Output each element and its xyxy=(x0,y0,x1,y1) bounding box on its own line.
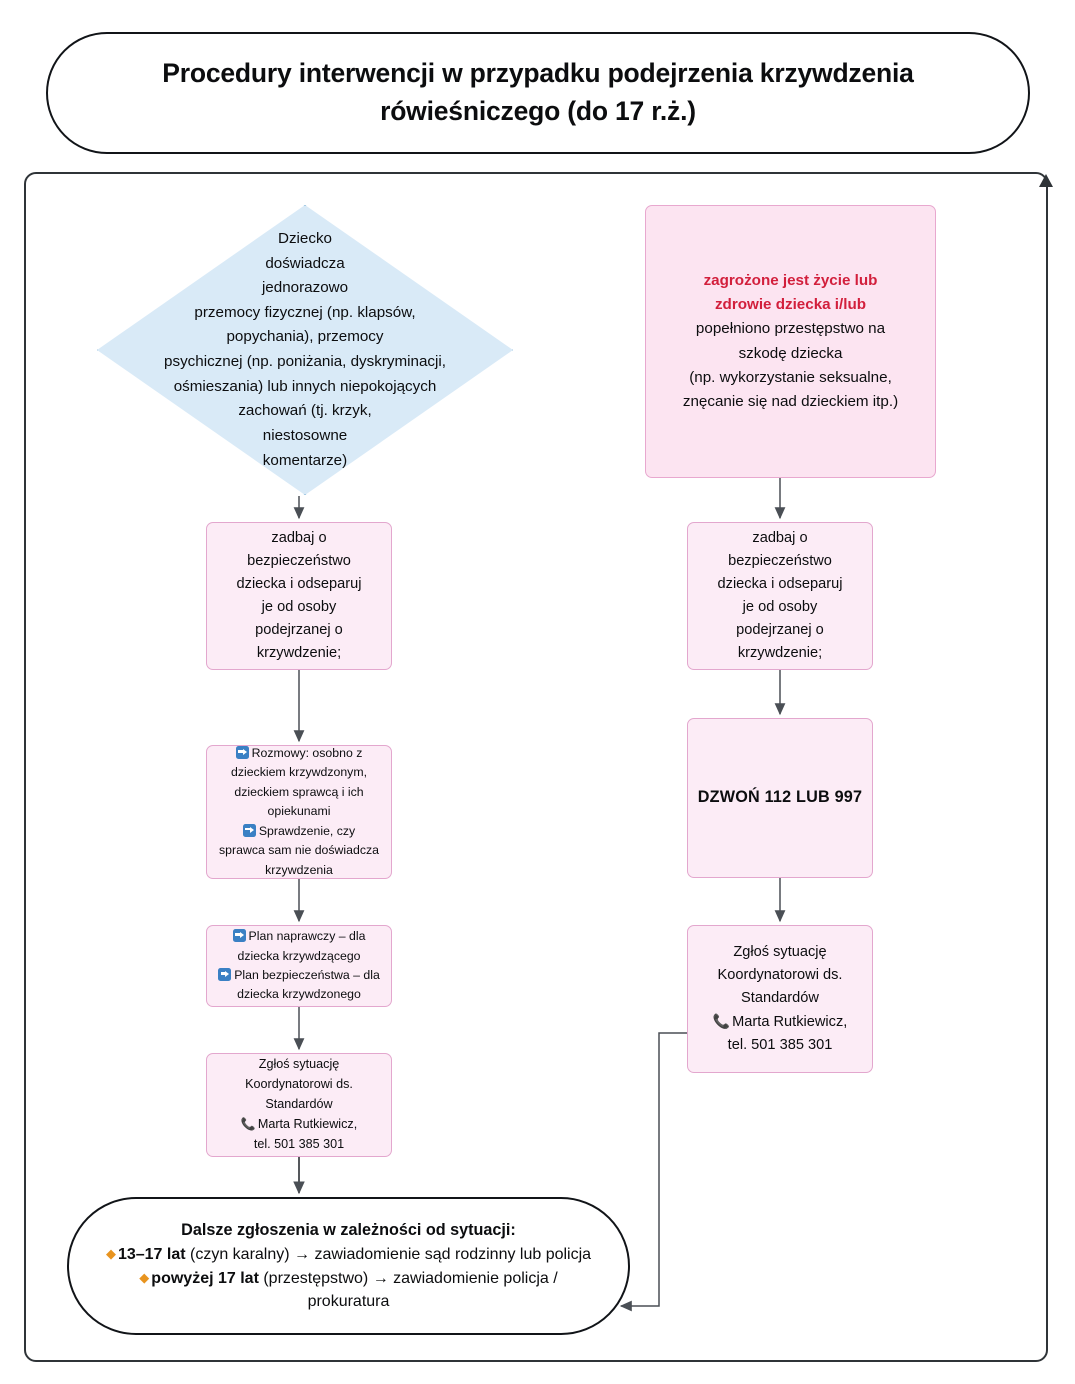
alert-bold-line-1: zagrożone jest życie lub xyxy=(703,272,878,290)
plans-item-2-line-2: dziecka krzywdzonego xyxy=(237,987,361,1002)
talks-body: Rozmowy: osobno z dzieckiem krzywdzonym,… xyxy=(207,744,391,880)
safety-left-line-4: je od osoby xyxy=(261,599,337,615)
plans-item-2-line-1: Plan bezpieczeństwa – dla xyxy=(234,968,380,982)
telephone-icon: 📞 xyxy=(240,1116,256,1131)
report-left-line-2: Koordynatorowi ds. xyxy=(245,1077,353,1092)
final-continuation: prokuratura xyxy=(307,1293,390,1311)
safety-left-body: zadbaj o bezpieczeństwo dziecka i odsepa… xyxy=(207,527,391,665)
safety-left-line-2: bezpieczeństwo xyxy=(247,552,351,569)
page-title-line-1: Procedury interwencji w przypadku podejr… xyxy=(162,58,914,89)
telephone-icon: 📞 xyxy=(712,1013,731,1030)
final-item-2-bold: powyżej 17 lat xyxy=(151,1269,259,1287)
final-item-1: ◆13–17 lat (czyn karalny) → zawiadomieni… xyxy=(106,1243,591,1267)
diamond-line-2: doświadcza xyxy=(265,254,345,272)
emergency-call-label: DZWOŃ 112 LUB 997 xyxy=(697,788,863,807)
report-right-line-1: Zgłoś sytuację xyxy=(733,943,827,960)
final-heading: Dalsze zgłoszenia w zależności od sytuac… xyxy=(181,1220,516,1239)
plans-item-1-line-2: dziecka krzywdzącego xyxy=(237,948,361,963)
alert-line-3: (np. wykorzystanie seksualne, xyxy=(689,368,892,386)
diamond-line-1: Dziecko xyxy=(277,229,333,247)
safety-right-line-6: krzywdzenie; xyxy=(737,645,823,662)
node-talks[interactable]: Rozmowy: osobno z dzieckiem krzywdzonym,… xyxy=(206,745,392,879)
node-safety-left[interactable]: zadbaj o bezpieczeństwo dziecka i odsepa… xyxy=(206,522,392,670)
safety-right-line-1: zadbaj o xyxy=(752,529,808,546)
final-item-1-rest: (czyn karalny) → zawiadomienie sąd rodzi… xyxy=(185,1246,592,1264)
talks-item-1-line-1: Rozmowy: osobno z xyxy=(251,746,363,761)
blue-arrow-icon xyxy=(218,968,232,981)
talks-item-1-line-3: dzieckiem sprawcą i ich xyxy=(234,784,364,799)
node-alert-danger[interactable]: zagrożone jest życie lub zdrowie dziecka… xyxy=(645,205,936,478)
safety-right-body: zadbaj o bezpieczeństwo dziecka i odsepa… xyxy=(688,527,872,665)
page-title-text: Procedury interwencji w przypadku podejr… xyxy=(162,55,914,130)
talks-item-1-line-2: dzieckiem krzywdzonym, xyxy=(231,765,367,780)
final-item-1-bold: 13–17 lat xyxy=(117,1246,186,1264)
diamond-line-6: psychicznej (np. poniżania, dyskryminacj… xyxy=(164,353,446,370)
diamond-bullet-icon: ◆ xyxy=(139,1269,150,1285)
report-right-line-3: Standardów xyxy=(741,989,819,1006)
diamond-bullet-icon: ◆ xyxy=(105,1246,116,1262)
alert-line-1: popełniono przestępstwo na xyxy=(695,320,886,338)
safety-left-line-3: dziecka i odseparuj xyxy=(236,575,362,592)
node-plans[interactable]: Plan naprawczy – dla dziecka krzywdząceg… xyxy=(206,925,392,1007)
talks-item-2-line-3: krzywdzenia xyxy=(265,862,333,877)
report-right-contact-name: Marta Rutkiewicz, xyxy=(732,1014,848,1031)
report-right-contact-phone: tel. 501 385 301 xyxy=(727,1037,833,1054)
blue-arrow-icon xyxy=(242,823,256,837)
node-emergency-call[interactable]: DZWOŃ 112 LUB 997 xyxy=(687,718,873,878)
report-left-contact-phone: tel. 501 385 301 xyxy=(253,1136,345,1151)
report-left-line-1: Zgłoś sytuację xyxy=(258,1057,340,1072)
page-title-line-2: rówieśniczego (do 17 r.ż.) xyxy=(380,96,696,126)
diamond-line-5: popychania), przemocy xyxy=(226,328,384,346)
frame-arrowhead-icon xyxy=(1039,174,1053,187)
safety-right-line-3: dziecka i odseparuj xyxy=(717,575,843,592)
node-safety-right[interactable]: zadbaj o bezpieczeństwo dziecka i odsepa… xyxy=(687,522,873,670)
alert-line-4: znęcanie się nad dzieckiem itp.) xyxy=(682,392,899,410)
diagram-frame xyxy=(24,172,1048,1362)
safety-right-line-4: je od osoby xyxy=(742,599,818,615)
final-item-2-rest: (przestępstwo) → zawiadomienie policja / xyxy=(258,1269,558,1287)
safety-left-line-5: podejrzanej o xyxy=(255,622,343,639)
talks-item-2-line-2: sprawca sam nie doświadcza xyxy=(219,843,379,858)
diamond-line-7: ośmieszania) lub innych niepokojących xyxy=(173,377,437,395)
safety-left-line-1: zadbaj o xyxy=(271,529,327,546)
alert-bold-line-2: zdrowie dziecka i/lub xyxy=(714,296,867,314)
safety-left-line-6: krzywdzenie; xyxy=(256,645,342,662)
blue-arrow-icon xyxy=(235,746,249,760)
page-title: Procedury interwencji w przypadku podejr… xyxy=(46,32,1030,154)
diamond-line-9: niestosowne xyxy=(262,426,348,444)
report-left-contact-name: Marta Rutkiewicz, xyxy=(257,1116,358,1131)
alert-line-2: szkodę dziecka xyxy=(738,344,843,362)
node-report-left[interactable]: Zgłoś sytuację Koordynatorowi ds. Standa… xyxy=(206,1053,392,1157)
diamond-line-4: przemocy fizycznej (np. klapsów, xyxy=(194,303,416,321)
node-trigger-diamond[interactable]: Dziecko doświadcza jednorazowo przemocy … xyxy=(97,205,513,495)
report-right-line-2: Koordynatorowi ds. xyxy=(717,966,843,983)
talks-item-2-line-1: Sprawdzenie, czy xyxy=(258,823,356,838)
diamond-line-10: komentarze) xyxy=(262,451,348,469)
talks-item-1-line-4: opiekunami xyxy=(267,804,331,819)
report-left-body: Zgłoś sytuację Koordynatorowi ds. Standa… xyxy=(207,1055,391,1154)
diamond-line-3: jednorazowo xyxy=(261,279,349,297)
node-final-escalation[interactable]: Dalsze zgłoszenia w zależności od sytuac… xyxy=(67,1197,630,1335)
alert-body: zagrożone jest życie lub zdrowie dziecka… xyxy=(656,269,925,413)
plans-body: Plan naprawczy – dla dziecka krzywdząceg… xyxy=(207,927,391,1005)
report-left-line-3: Standardów xyxy=(265,1097,333,1112)
safety-right-line-5: podejrzanej o xyxy=(736,622,824,639)
final-item-2: ◆powyżej 17 lat (przestępstwo) → zawiado… xyxy=(139,1267,557,1291)
safety-right-line-2: bezpieczeństwo xyxy=(728,552,832,569)
node-report-right[interactable]: Zgłoś sytuację Koordynatorowi ds. Standa… xyxy=(687,925,873,1073)
diamond-text: Dziecko doświadcza jednorazowo przemocy … xyxy=(97,205,513,495)
report-right-body: Zgłoś sytuację Koordynatorowi ds. Standa… xyxy=(688,941,872,1057)
blue-arrow-icon xyxy=(232,929,246,943)
plans-item-1-line-1: Plan naprawczy – dla xyxy=(248,929,366,944)
diamond-line-8: zachowań (tj. krzyk, xyxy=(238,402,372,420)
